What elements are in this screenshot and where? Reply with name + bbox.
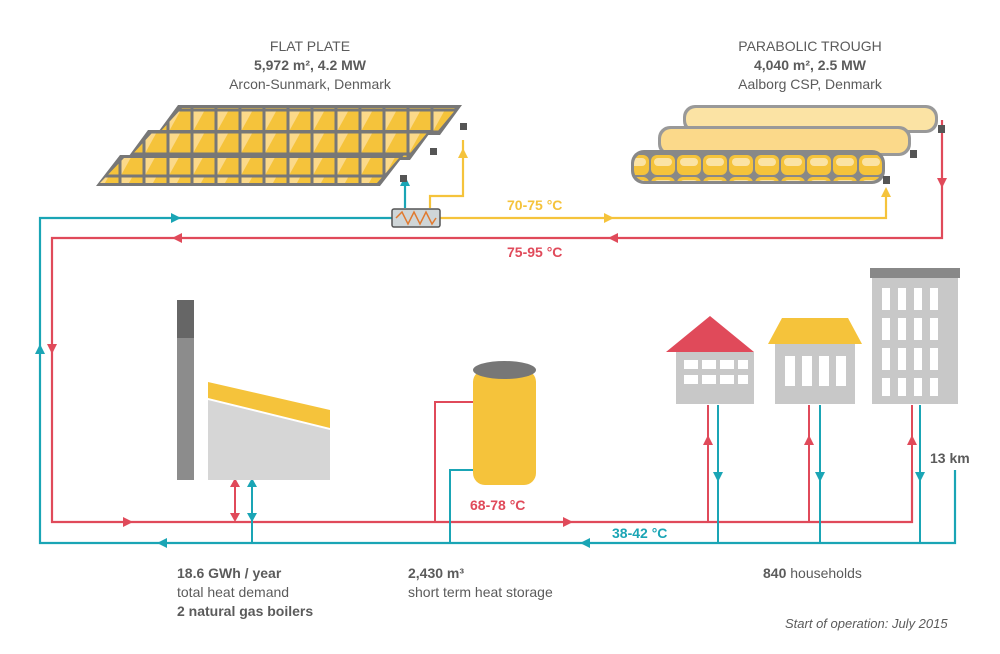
- arrow-red-right-1: [123, 517, 133, 527]
- arrow-yellow-up: [881, 187, 891, 197]
- solar-loop-return: [428, 140, 465, 208]
- storage-description: short term heat storage: [408, 584, 553, 600]
- parabolic-trough-title: PARABOLIC TROUGH: [738, 38, 882, 54]
- storage-label: 2,430 m³ short term heat storage: [408, 564, 553, 602]
- flat-plate-label: FLAT PLATE 5,972 m², 4.2 MW Arcon-Sunmar…: [200, 37, 420, 94]
- plant-label: 18.6 GWh / year total heat demand 2 natu…: [177, 564, 313, 621]
- households-count: 840: [763, 565, 787, 581]
- storage-tank: [473, 361, 536, 485]
- parabolic-trough-supplier: Aalborg CSP, Denmark: [738, 76, 882, 92]
- households-text: households: [790, 565, 862, 581]
- supply-pipe: [50, 120, 944, 524]
- arrow-red-down-left: [47, 344, 57, 354]
- parabolic-trough-label: PARABOLIC TROUGH 4,040 m², 2.5 MW Aalbor…: [700, 37, 920, 94]
- heat-demand-label: total heat demand: [177, 584, 290, 600]
- heat-demand-value: 18.6 GWh / year: [177, 565, 282, 581]
- households-label: 840 households: [763, 564, 862, 583]
- arrow-red-right-2: [563, 517, 573, 527]
- arrow-red-left-1: [172, 233, 182, 243]
- parabolic-trough-collectors: [631, 105, 945, 184]
- flat-plate-title: FLAT PLATE: [269, 38, 351, 54]
- pipe-length: 13 km: [930, 450, 970, 466]
- arrow-red-left-2: [608, 233, 618, 243]
- flow-arrows: [35, 148, 947, 548]
- chimney: [177, 300, 194, 480]
- supply-temperature: 75-95 °C: [507, 244, 563, 260]
- heat-exchanger-icon: [391, 208, 441, 228]
- flat-plate-collectors: [96, 105, 467, 186]
- house-yellow-roof: [768, 318, 862, 404]
- boiler-plant: [177, 300, 330, 480]
- house-red-roof: [666, 316, 754, 404]
- flat-plate-supplier: Arcon-Sunmark, Denmark: [229, 76, 391, 92]
- solar-loop-temperature: 70-75 °C: [507, 197, 563, 213]
- apartment-building: [870, 268, 960, 404]
- return-temperature: 38-42 °C: [612, 525, 668, 541]
- arrow-teal-up-left: [35, 344, 45, 354]
- storage-temperature: 68-78 °C: [470, 497, 526, 513]
- solar-loop-pipe: [440, 190, 888, 220]
- arrow-teal-left-2: [580, 538, 590, 548]
- parabolic-trough-specs: 4,040 m², 2.5 MW: [753, 57, 867, 73]
- storage-volume: 2,430 m³: [408, 565, 465, 581]
- flat-plate-specs: 5,972 m², 4.2 MW: [253, 57, 367, 73]
- arrow-yellow-up-2: [458, 148, 468, 158]
- arrow-yellow-right: [604, 213, 614, 223]
- boilers-label: 2 natural gas boilers: [177, 603, 314, 619]
- arrow-teal-right: [171, 213, 181, 223]
- arrow-teal-left-1: [157, 538, 167, 548]
- start-of-operation: Start of operation: July 2015: [785, 616, 948, 631]
- arrow-red-down-right: [937, 178, 947, 188]
- return-pipe-outer: [38, 216, 957, 545]
